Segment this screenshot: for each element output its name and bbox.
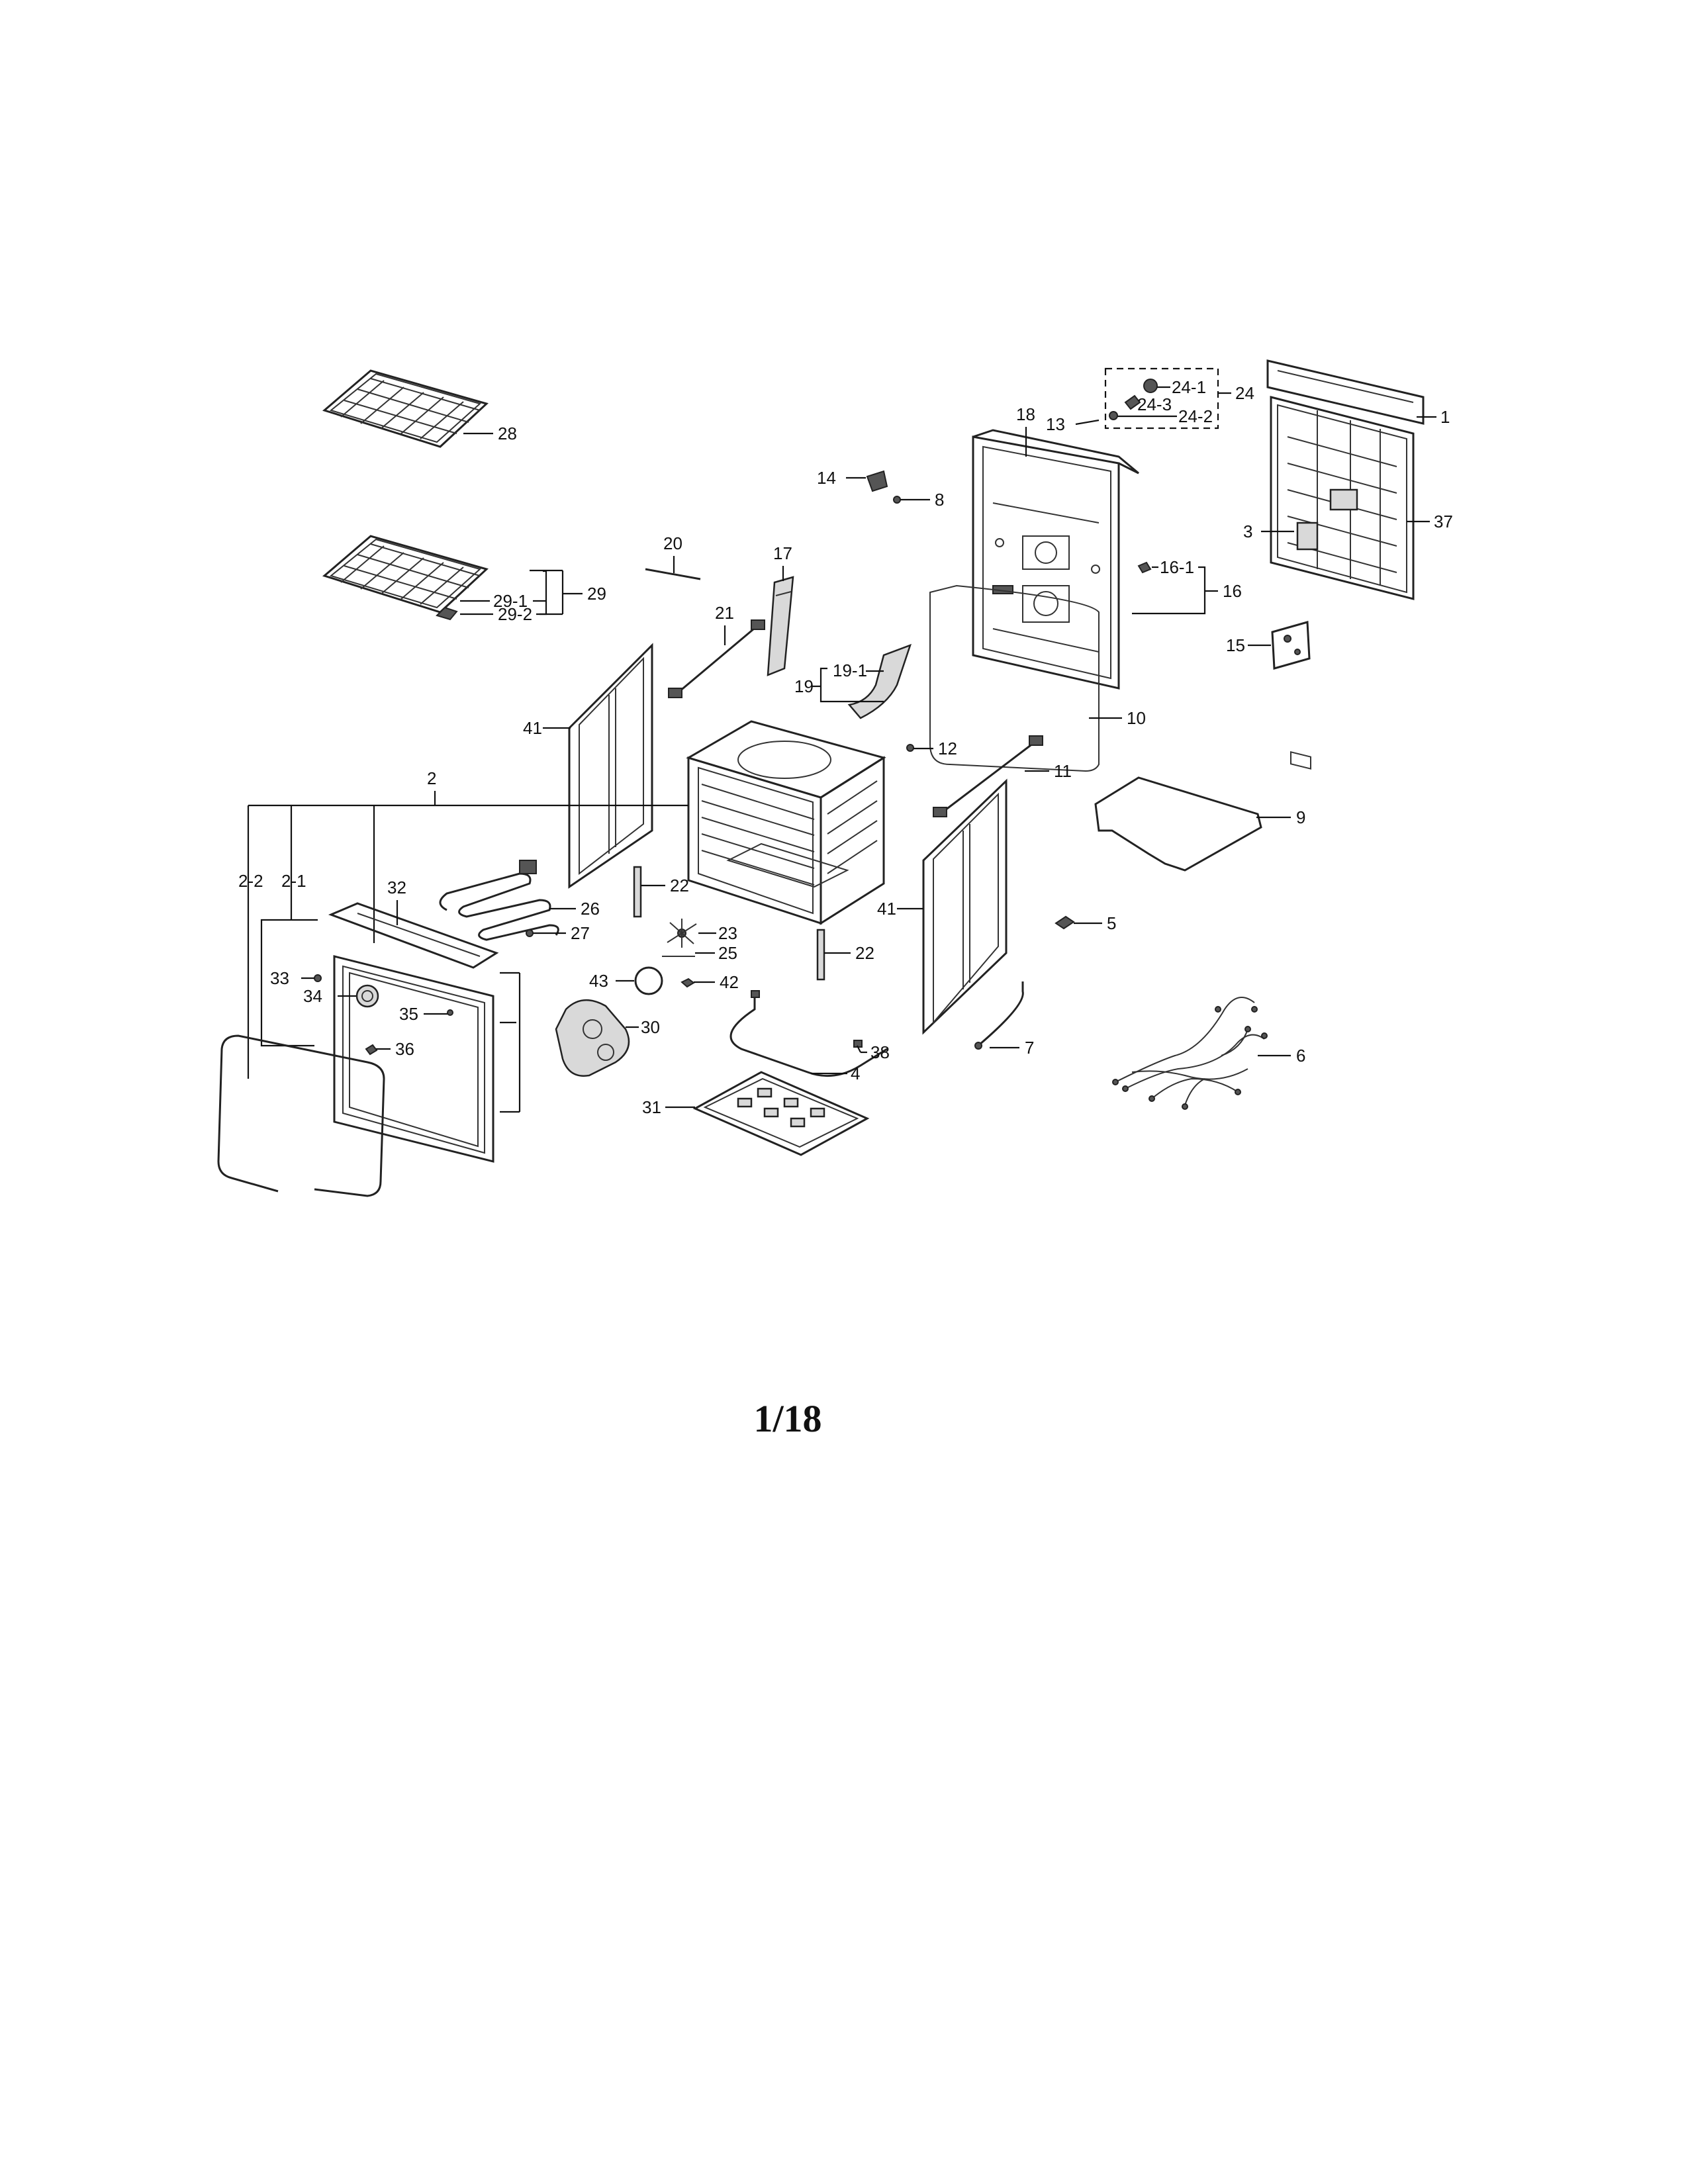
callout-16-1: 16-1 [1160, 557, 1194, 577]
callout-42: 42 [720, 972, 739, 992]
callout-36: 36 [395, 1039, 414, 1059]
callout-20: 20 [663, 533, 682, 553]
side-panel-part-41-left [568, 643, 653, 889]
screw-part-8 [893, 496, 901, 504]
callout-32: 32 [387, 878, 406, 897]
callout-6: 6 [1296, 1046, 1305, 1066]
callout-24: 24 [1235, 383, 1254, 403]
screw-part-24-2 [1109, 411, 1118, 420]
door-gasket-part-2-2 [217, 1034, 385, 1197]
callout-16: 16 [1223, 581, 1242, 601]
bracket-part-15 [1271, 621, 1311, 670]
wire-harness-part-6 [1112, 997, 1268, 1110]
callout-1: 1 [1440, 407, 1450, 427]
bracket-part-22-lower [816, 929, 825, 981]
screw-part-33 [314, 974, 322, 982]
callout-17: 17 [773, 543, 792, 563]
rod-part-20 [645, 568, 701, 580]
duct-part-17 [767, 576, 794, 676]
callout-23: 23 [718, 923, 737, 943]
page-number: 1/18 [753, 1397, 822, 1440]
fan-blade-part-23 [667, 919, 697, 948]
screw-part-12 [906, 744, 914, 752]
callout-29-2: 29-2 [498, 604, 532, 624]
insulation-part-10 [929, 584, 1100, 772]
heating-element-part-26 [439, 860, 559, 941]
ring-element-part-43 [634, 966, 663, 995]
oven-cavity [686, 720, 886, 925]
callout-30: 30 [641, 1017, 660, 1037]
bracket-part-14 [866, 470, 888, 492]
oven-door-part-35 [333, 955, 494, 1163]
rail-part-11 [933, 735, 1043, 817]
callout-15: 15 [1226, 635, 1245, 655]
bake-element-part-4 [729, 990, 888, 1077]
duct-part-19-1 [847, 643, 912, 719]
callout-2: 2 [427, 768, 436, 788]
screw-part-16-1 [1137, 561, 1152, 574]
sensor-assembly-box-part-24 [1104, 367, 1219, 430]
callout-28: 28 [498, 424, 517, 443]
callout-33: 33 [270, 968, 289, 988]
back-cover-part-37 [1270, 396, 1415, 770]
callout-25: 25 [718, 943, 737, 963]
callout-27: 27 [571, 923, 590, 943]
callout-35: 35 [399, 1004, 418, 1024]
rear-panel-part-18 [972, 429, 1139, 690]
clip-part-24-3 [1124, 394, 1141, 410]
callout-24-2: 24-2 [1178, 406, 1213, 426]
callout-7: 7 [1025, 1038, 1034, 1058]
callout-21: 21 [715, 603, 734, 623]
callout-41-left: 41 [523, 718, 542, 738]
sensor-part-24-1 [1143, 379, 1158, 393]
callout-38: 38 [870, 1042, 890, 1062]
callout-22-lower: 22 [855, 943, 874, 963]
callout-14: 14 [817, 468, 836, 488]
callout-22-upper: 22 [670, 876, 689, 895]
callout-18: 18 [1016, 404, 1035, 424]
callout-19-1: 19-1 [833, 660, 867, 680]
callout-37: 37 [1434, 512, 1453, 531]
callout-19: 19 [794, 676, 814, 696]
callout-8: 8 [935, 490, 944, 510]
top-trim-part-1 [1266, 359, 1425, 425]
callout-26: 26 [581, 899, 600, 919]
callout-3: 3 [1243, 522, 1252, 541]
callout-41-right: 41 [877, 899, 896, 919]
callout-34: 34 [303, 986, 322, 1006]
rail-part-21 [668, 619, 765, 698]
callout-29: 29 [587, 584, 606, 604]
oven-rack-part-29-1 [322, 535, 489, 614]
callout-24-3: 24-3 [1137, 394, 1172, 414]
callout-31: 31 [642, 1097, 661, 1117]
screw-part-35 [447, 1009, 453, 1016]
callout-4: 4 [851, 1064, 860, 1083]
callout-5: 5 [1107, 913, 1116, 933]
clip-part-27 [526, 929, 534, 937]
clip-part-5 [1055, 915, 1075, 930]
callout-10: 10 [1127, 708, 1146, 728]
door-trim-part-32 [328, 902, 499, 969]
fan-cover-part-30 [555, 999, 630, 1077]
sensor-wire-part-7 [974, 981, 1024, 1050]
rack-slide-part-29-2 [436, 606, 458, 621]
callout-11: 11 [1054, 761, 1072, 781]
knob-part-34 [355, 984, 379, 1008]
callout-12: 12 [938, 739, 957, 758]
callout-9: 9 [1296, 807, 1305, 827]
callout-2-2: 2-2 [238, 871, 263, 891]
callout-13: 13 [1046, 414, 1065, 434]
callout-29-1: 29-1 [493, 591, 528, 611]
callout-24-1: 24-1 [1172, 377, 1206, 397]
side-panel-part-41-right [922, 778, 1008, 1035]
bracket-part-22-upper [633, 866, 642, 918]
fastener-part-42 [680, 978, 695, 988]
screw-part-36 [365, 1044, 378, 1056]
callout-43: 43 [589, 971, 608, 991]
callout-2-1: 2-1 [281, 871, 306, 891]
oven-rack-part-28 [322, 369, 489, 448]
insulation-panel-part-9 [1094, 776, 1262, 872]
bottom-panel-part-31 [692, 1071, 870, 1156]
